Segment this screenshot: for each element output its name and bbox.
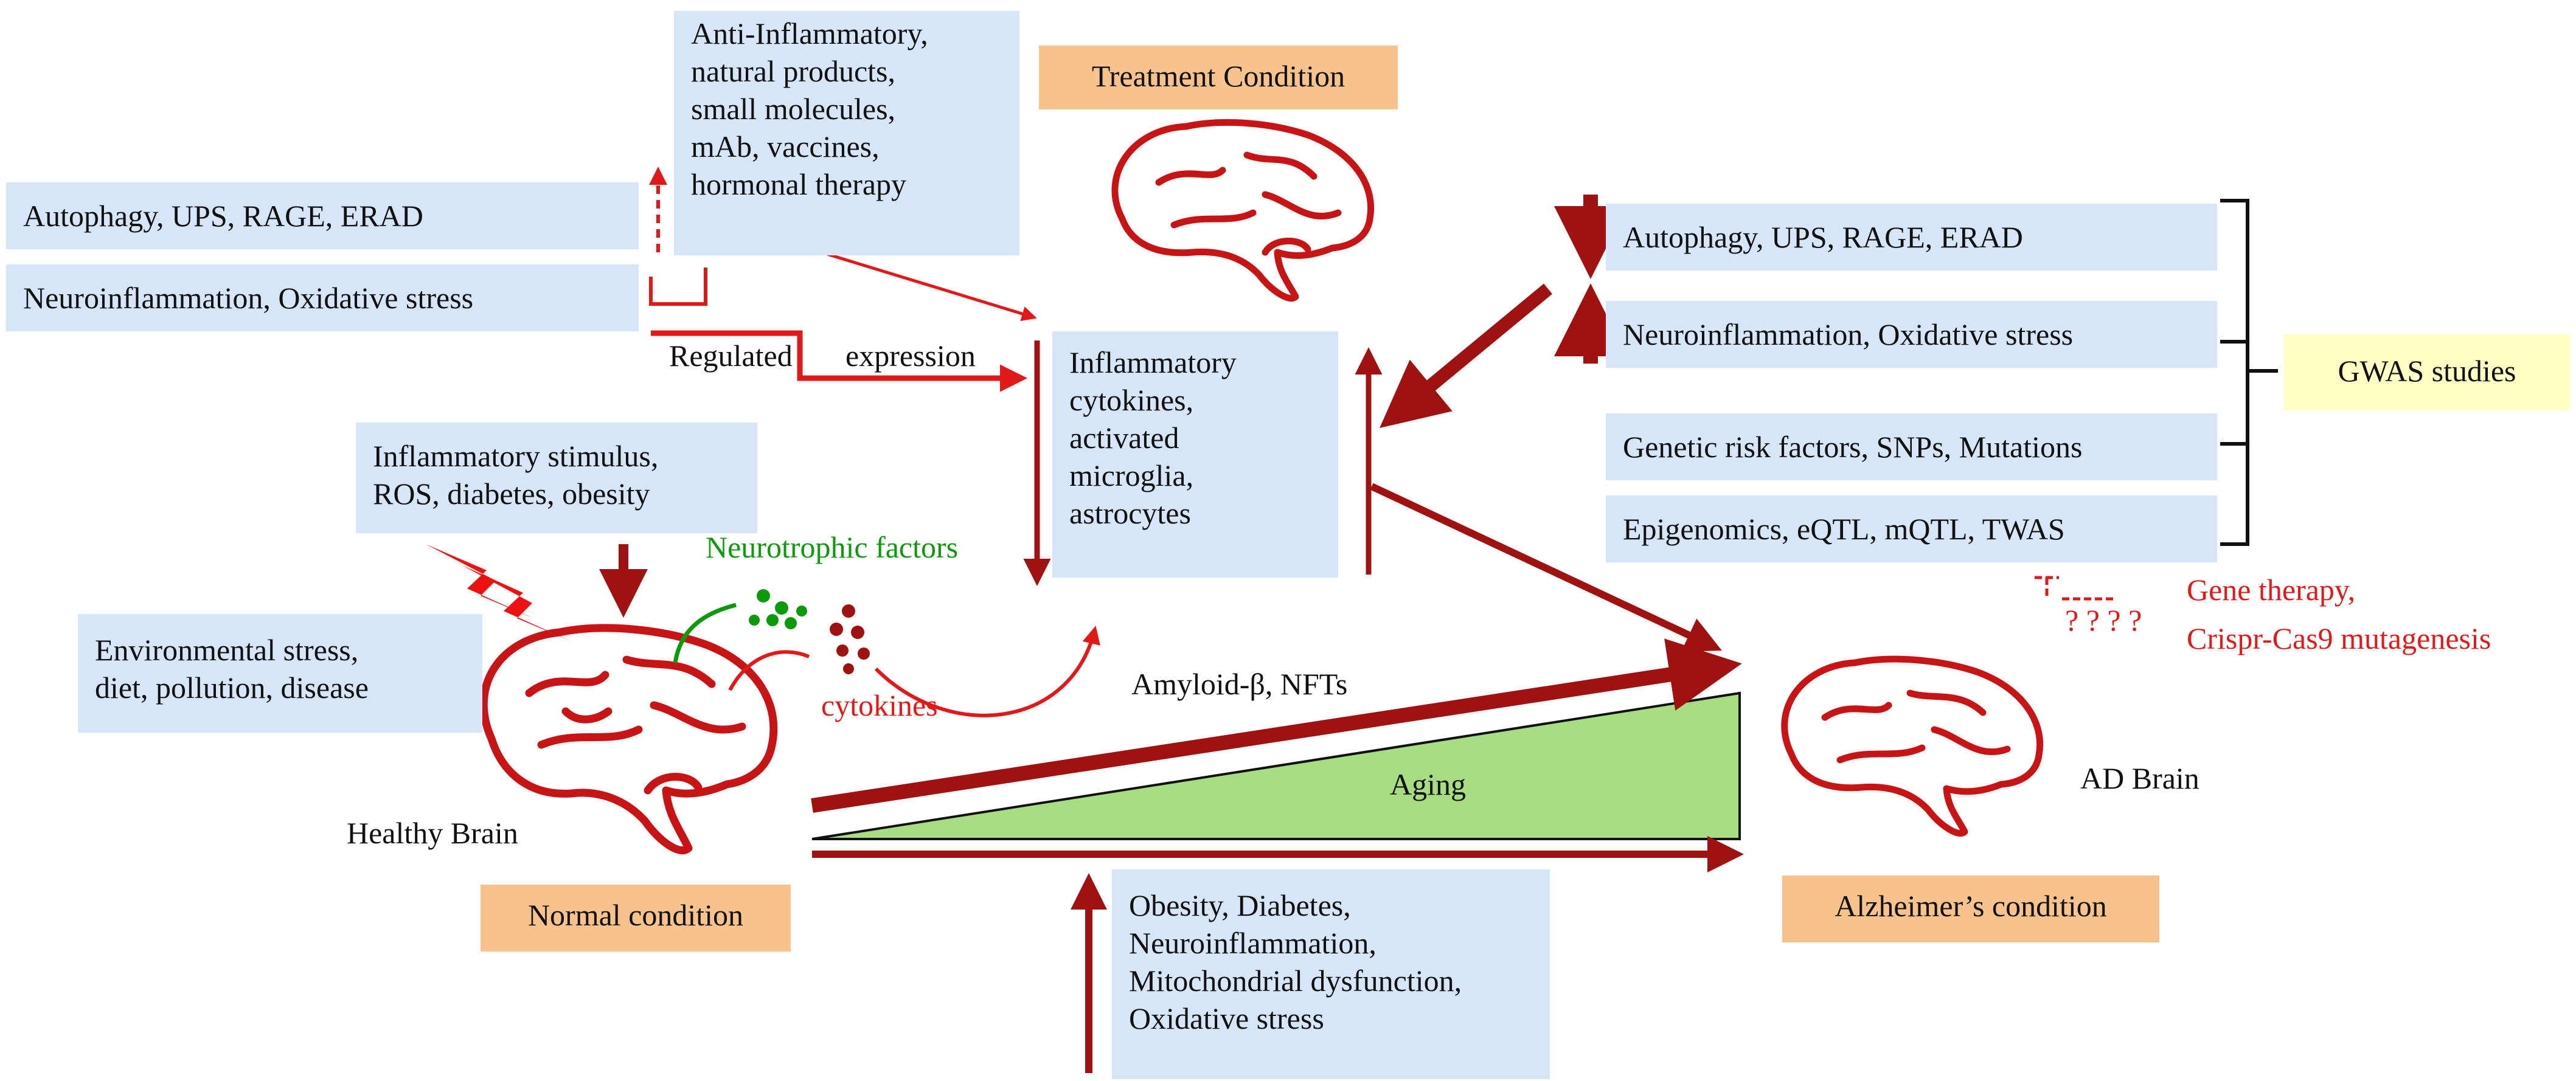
regulated-label: Regulated xyxy=(669,339,793,373)
expression-label: expression xyxy=(845,339,976,373)
regulated-expression-arrow xyxy=(651,330,1027,392)
healthy-brain-label: Healthy Brain xyxy=(347,816,518,850)
aging-wedge xyxy=(811,691,1741,840)
cytokine-curve xyxy=(728,650,810,691)
normal-condition-tag: Normal condition xyxy=(481,885,791,951)
ad-branch-arrow xyxy=(1370,483,1722,652)
treatment-brain-icon xyxy=(1111,119,1375,302)
gwas-bracket xyxy=(2220,199,2278,546)
gene-therapy-inhibition-icon xyxy=(2035,576,2117,601)
gene-therapy-label: Gene therapy, xyxy=(2187,573,2356,607)
anti-inflammatory-box: Anti-Inflammatory, natural products, sma… xyxy=(674,11,1019,255)
inflammatory-cytokines-box: Inflammatory cytokines, activated microg… xyxy=(1052,331,1338,578)
treatment-condition-tag: Treatment Condition xyxy=(1039,46,1398,109)
treatment-arrow xyxy=(827,252,1037,322)
genetic-risk-box: Genetic risk factors, SNPs, Mutations xyxy=(1606,413,2217,480)
cytokines-label: cytokines xyxy=(821,688,938,722)
neurotrophic-label: Neurotrophic factors xyxy=(706,530,959,564)
alzheimers-condition-tag: Alzheimer’s condition xyxy=(1782,876,2159,942)
lightning-icon xyxy=(426,544,572,641)
neuroinflammation-box-right: Neuroinflammation, Oxidative stress xyxy=(1606,301,2217,368)
gwas-studies-tag: GWAS studies xyxy=(2284,334,2570,410)
epigenomics-box: Epigenomics, eQTL, mQTL, TWAS xyxy=(1606,496,2217,562)
amyloid-label: Amyloid-β, NFTs xyxy=(1131,667,1348,701)
gwas-to-inflammation-arrow xyxy=(1380,283,1553,429)
inflammatory-stimulus-box: Inflammatory stimulus, ROS, diabetes, ob… xyxy=(356,423,757,533)
aging-label: Aging xyxy=(1390,767,1466,801)
crispr-label: Crispr-Cas9 mutagenesis xyxy=(2187,621,2491,655)
neurotrophic-dots xyxy=(749,589,807,629)
ad-brain-icon xyxy=(1781,655,2044,837)
neuroinflammation-box-left: Neuroinflammation, Oxidative stress xyxy=(6,264,639,331)
amyloid-arrow xyxy=(811,638,1742,813)
neurotrophic-curve xyxy=(673,603,737,663)
ad-brain-label: AD Brain xyxy=(2080,761,2199,795)
question-marks: ? ? ? ? xyxy=(2065,603,2142,637)
autophagy-box-right: Autophagy, UPS, RAGE, ERAD xyxy=(1606,204,2217,271)
cytokine-dots xyxy=(830,604,870,674)
risk-factors-box: Obesity, Diabetes, Neuroinflammation, Mi… xyxy=(1112,869,1550,1079)
autophagy-box-left: Autophagy, UPS, RAGE, ERAD xyxy=(6,182,639,249)
inhibition-icon xyxy=(649,268,707,306)
cytokine-feedback-arrow xyxy=(874,626,1100,717)
environmental-stress-box: Environmental stress, diet, pollution, d… xyxy=(78,614,482,733)
healthy-brain-icon xyxy=(479,624,778,855)
